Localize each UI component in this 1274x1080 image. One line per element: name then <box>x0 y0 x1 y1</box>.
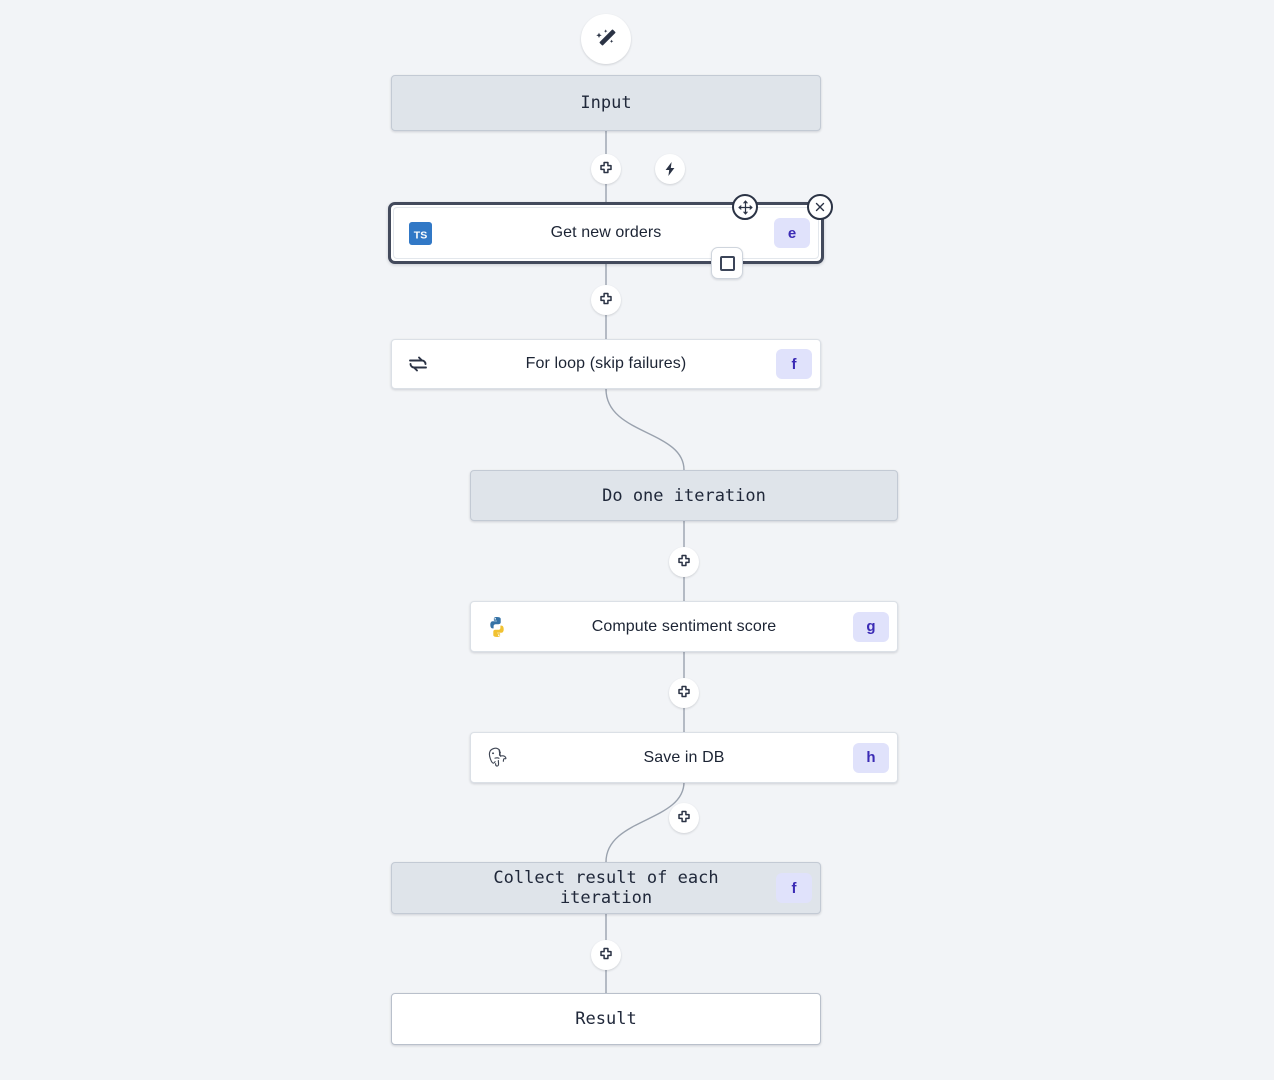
node-save-in-db[interactable]: Save in DB h <box>470 732 898 783</box>
add-step-icon <box>676 554 692 570</box>
python-icon <box>485 615 509 639</box>
node-get-new-orders[interactable]: TS Get new orders e <box>393 207 819 259</box>
add-step-button-5[interactable] <box>669 803 699 833</box>
node-get-new-orders-selection[interactable]: TS Get new orders e <box>388 202 824 264</box>
svg-text:TS: TS <box>413 229 426 241</box>
move-handle-icon[interactable] <box>732 194 758 220</box>
node-save-in-db-label: Save in DB <box>643 748 725 766</box>
trigger-button[interactable] <box>655 154 685 184</box>
node-do-one-iteration[interactable]: Do one iteration <box>470 470 898 521</box>
postgresql-icon-slot <box>471 745 523 770</box>
typescript-icon: TS <box>408 221 432 245</box>
node-collect-result-label: Collect result of each iteration <box>493 868 719 908</box>
typescript-icon-slot: TS <box>394 221 446 245</box>
python-icon-slot <box>471 615 523 639</box>
node-result[interactable]: Result <box>391 993 821 1045</box>
add-step-icon <box>598 947 614 963</box>
add-step-button-6[interactable] <box>591 940 621 970</box>
node-do-one-iteration-label: Do one iteration <box>602 485 766 506</box>
lightning-icon <box>662 161 678 177</box>
node-get-new-orders-badge: e <box>774 218 810 248</box>
node-for-loop-badge: f <box>776 349 812 379</box>
postgresql-icon <box>485 745 510 770</box>
select-checkbox[interactable] <box>711 247 743 279</box>
node-save-in-db-badge: h <box>853 742 889 773</box>
magic-wand-icon <box>594 27 618 51</box>
node-compute-sentiment-label: Compute sentiment score <box>591 617 777 635</box>
add-step-button-3[interactable] <box>669 547 699 577</box>
node-for-loop-label: For loop (skip failures) <box>525 355 687 372</box>
add-step-icon <box>676 685 692 701</box>
node-collect-result[interactable]: Collect result of each iteration f <box>391 862 821 914</box>
node-result-label: Result <box>575 1009 637 1029</box>
node-compute-sentiment[interactable]: Compute sentiment score g <box>470 601 898 652</box>
checkbox-box-icon <box>719 255 735 271</box>
for-loop-badge-slot: f <box>768 349 820 379</box>
node-input[interactable]: Input <box>391 75 821 131</box>
add-step-button-2[interactable] <box>591 285 621 315</box>
add-step-icon <box>598 161 614 177</box>
add-step-icon <box>598 292 614 308</box>
compute-sentiment-badge-slot: g <box>845 611 897 642</box>
edge-forloop-to-iteration <box>605 388 685 471</box>
loop-icon-slot <box>392 352 444 376</box>
node-for-loop[interactable]: For loop (skip failures) f <box>391 339 821 389</box>
node-compute-sentiment-badge: g <box>853 611 889 642</box>
save-in-db-badge-slot: h <box>845 742 897 773</box>
loop-icon <box>406 352 430 376</box>
collect-result-badge-slot: f <box>768 873 820 903</box>
ai-assistant-button[interactable] <box>581 14 631 64</box>
add-step-button-1[interactable] <box>591 154 621 184</box>
add-step-button-4[interactable] <box>669 678 699 708</box>
add-step-icon <box>676 810 692 826</box>
get-new-orders-badge-slot: e <box>766 218 818 248</box>
close-icon[interactable] <box>807 194 833 220</box>
node-get-new-orders-label: Get new orders <box>550 224 662 241</box>
node-input-label: Input <box>580 93 632 113</box>
node-collect-result-badge: f <box>776 873 812 903</box>
